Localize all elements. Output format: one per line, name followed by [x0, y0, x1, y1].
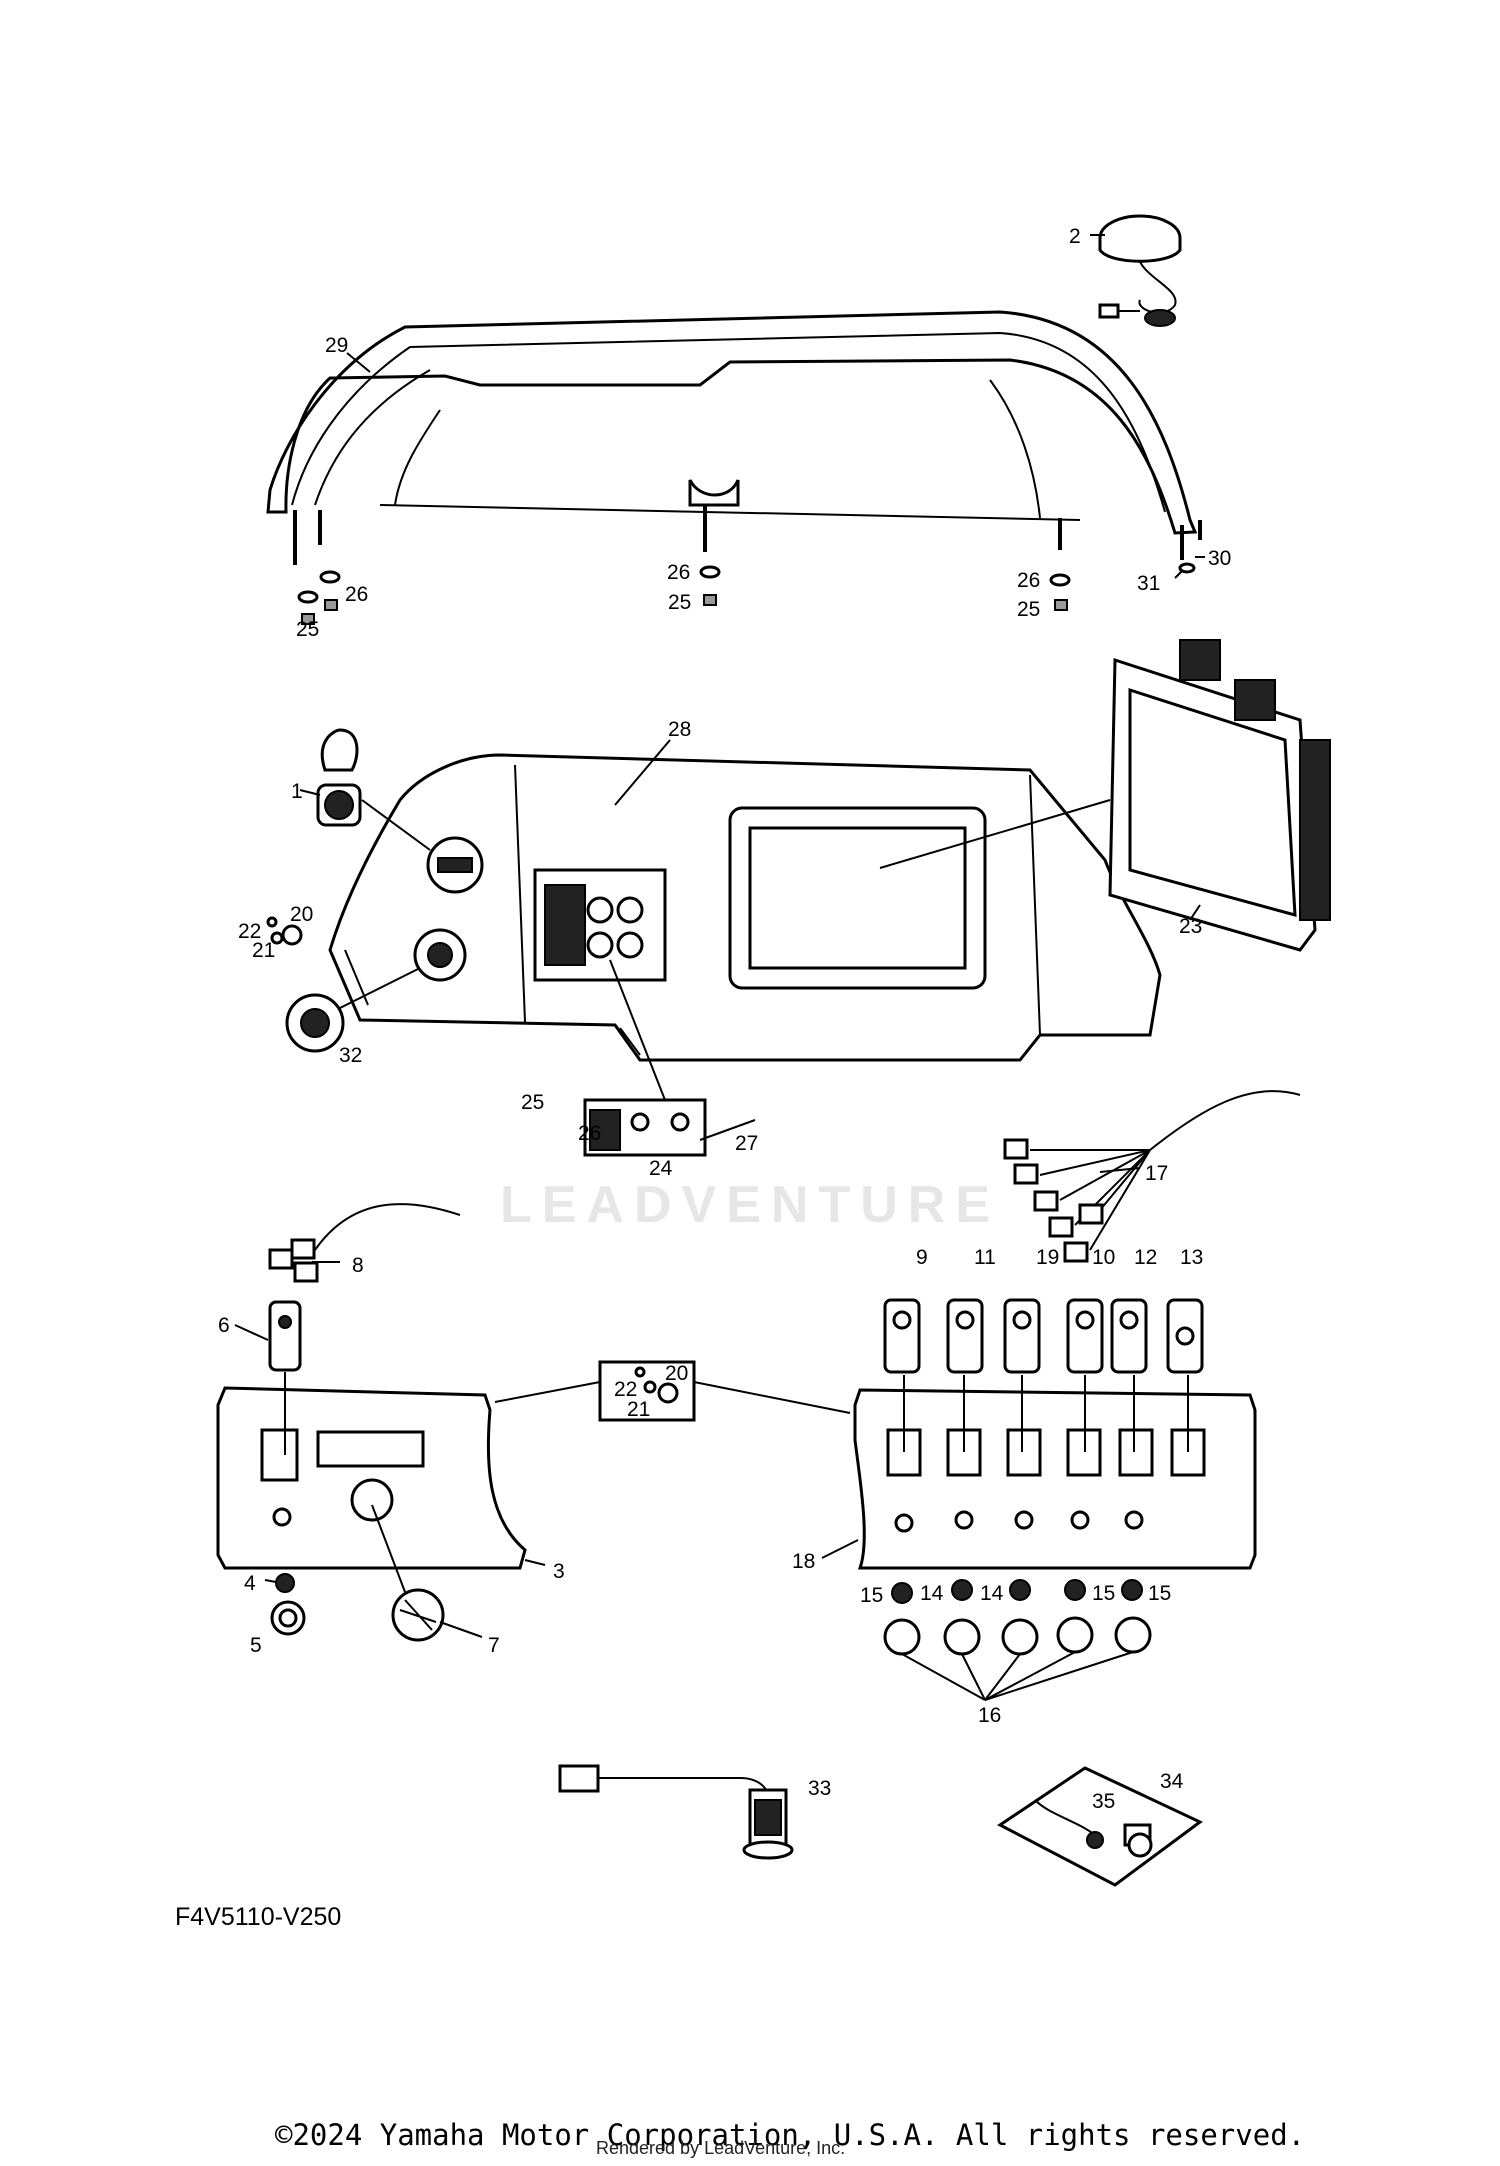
callout-26c: 26 — [1017, 569, 1040, 592]
callout-8: 8 — [352, 1254, 364, 1277]
knob-icon — [883, 1579, 1152, 1701]
switch-bracket-icon — [533, 868, 756, 1157]
connector-icon — [558, 1764, 794, 1860]
watermark: LEADVENTURE — [499, 1176, 1001, 1234]
callout-14b: 14 — [980, 1582, 1004, 1605]
callout-15c: 15 — [1148, 1582, 1171, 1605]
callout-21b: 21 — [627, 1398, 650, 1421]
callout-20b: 20 — [665, 1362, 688, 1385]
rocker-switch-icon — [268, 1300, 302, 1372]
callout-14a: 14 — [920, 1582, 944, 1605]
display-screen-icon — [728, 639, 1331, 990]
12v-socket-icon — [285, 928, 467, 1053]
callout-28: 28 — [668, 718, 691, 741]
callout-25a: 25 — [296, 618, 319, 641]
callout-26d: 26 — [578, 1122, 601, 1145]
callout-25d: 25 — [521, 1091, 544, 1114]
callout-35: 35 — [1092, 1790, 1115, 1813]
callout-22b: 22 — [614, 1378, 637, 1401]
callout-6: 6 — [218, 1314, 230, 1337]
callout-34: 34 — [1160, 1770, 1184, 1793]
copyright-notice: ©2024 Yamaha Motor Corporation, U.S.A. A… — [275, 2118, 1306, 2152]
callout-15a: 15 — [860, 1584, 883, 1607]
callout-20a: 20 — [290, 903, 313, 926]
callout-2: 2 — [1069, 225, 1081, 248]
knob-icon — [270, 1372, 445, 1642]
dash-cover-icon — [266, 310, 1202, 565]
leader-lines — [234, 234, 1205, 1638]
callout-18: 18 — [792, 1550, 815, 1573]
callout-32: 32 — [339, 1044, 362, 1067]
callout-12: 12 — [1134, 1246, 1157, 1269]
callout-9: 9 — [916, 1246, 928, 1269]
callout-23: 23 — [1179, 915, 1202, 938]
speaker-icon — [1098, 214, 1182, 327]
key-switch-icon — [997, 1766, 1203, 1887]
callout-30: 30 — [1208, 547, 1231, 570]
callout-11: 11 — [974, 1246, 996, 1269]
callout-31: 31 — [1137, 572, 1160, 595]
callout-21a: 21 — [252, 939, 275, 962]
callout-4: 4 — [244, 1572, 256, 1595]
washer-icon — [266, 916, 851, 1422]
callout-17: 17 — [1145, 1162, 1168, 1185]
rendered-by-notice: Rendered by LeadVenture, Inc. — [596, 2138, 846, 2158]
callout-15b: 15 — [1092, 1582, 1115, 1605]
callout-29: 29 — [325, 334, 348, 357]
callout-24: 24 — [649, 1157, 673, 1180]
callout-26b: 26 — [667, 561, 690, 584]
connector-icon — [268, 1203, 461, 1283]
wire-harness-icon — [1003, 1090, 1301, 1263]
callout-1: 1 — [291, 780, 303, 803]
callout-27: 27 — [735, 1132, 758, 1155]
diagram-code: F4V5110-V250 — [175, 1903, 342, 1931]
callout-26a: 26 — [345, 583, 368, 606]
callout-labels: 1 2 3 4 5 6 7 8 9 10 11 12 13 14 14 15 1… — [218, 225, 1231, 1813]
callout-19: 19 — [1036, 1246, 1059, 1269]
callout-3: 3 — [553, 1560, 565, 1583]
switch-panel-icon — [216, 1386, 527, 1570]
rocker-switch-icon — [883, 1298, 1204, 1452]
callout-13: 13 — [1180, 1246, 1203, 1269]
switch-panel-icon — [853, 1388, 1257, 1570]
callout-22a: 22 — [238, 920, 261, 943]
callout-25c: 25 — [1017, 598, 1040, 621]
nut-icon — [301, 594, 1068, 625]
washer-icon — [297, 562, 1196, 604]
callout-7: 7 — [488, 1634, 500, 1657]
callout-33: 33 — [808, 1777, 831, 1800]
callout-10: 10 — [1092, 1246, 1115, 1269]
usb-socket-icon — [316, 728, 484, 894]
callout-5: 5 — [250, 1634, 262, 1657]
callout-16: 16 — [978, 1704, 1001, 1727]
callout-25b: 25 — [668, 591, 691, 614]
